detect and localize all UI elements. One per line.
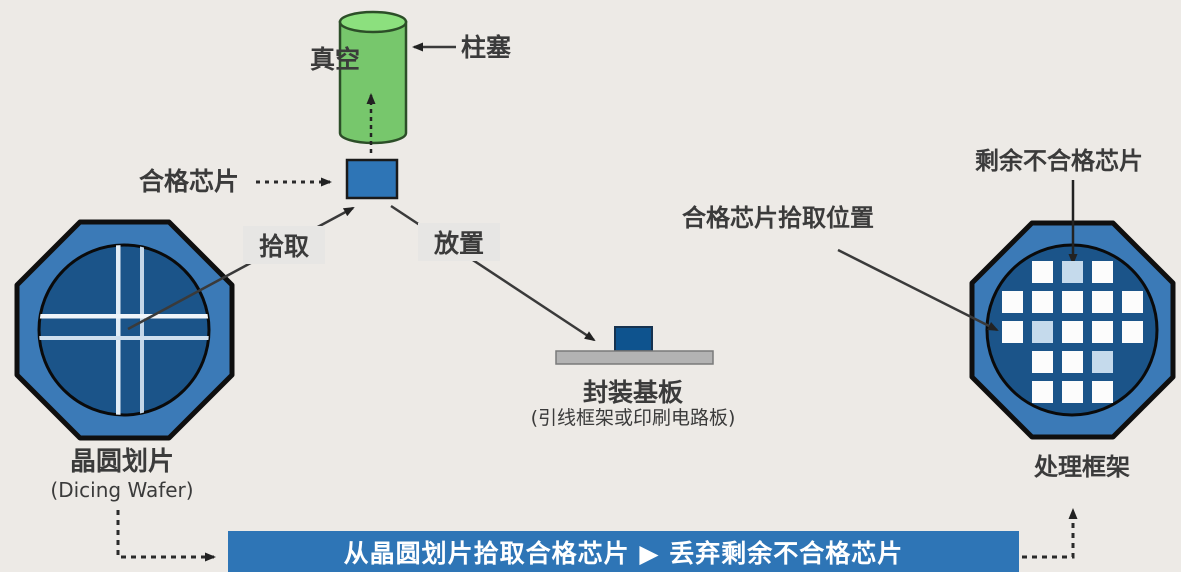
substrate-bar [555,350,714,365]
qualified-die [1062,381,1083,403]
pickup-position-pointer-arrow [837,248,999,332]
qualified-die [1002,291,1023,313]
dicing-wafer-octagon [14,219,235,441]
qualified-die [1122,291,1143,313]
dicing-wafer-subtitle: (Dicing Wafer) [50,478,194,502]
plunger-cylinder [338,10,408,145]
dicing-wafer-circle [37,243,211,417]
qualified-die [1092,291,1113,313]
qualified-die [1092,381,1113,403]
qualified-die [1002,321,1023,343]
substrate-title: 封装基板 [582,378,684,407]
substrate-subtitle: (引线框架或印刷电路板) [530,407,736,429]
qualified-die [1092,321,1113,343]
flow-connector-left [116,510,216,562]
unqualified-die [1032,321,1053,343]
placed-chip [614,326,653,352]
unqualified-die [1062,261,1083,283]
picked-chip [345,158,399,200]
pick-action-label: 拾取 [243,226,325,264]
vacuum-label: 真空 [310,45,361,74]
flow-connector-right [1022,508,1078,559]
plunger-label: 柱塞 [461,33,512,62]
qualified-die [1062,351,1083,373]
pickup-position-label: 合格芯片拾取位置 [682,204,874,232]
qualified-die [1032,261,1053,283]
process-frame-title: 处理框架 [1034,453,1130,481]
unqualified-die [1092,351,1113,373]
qualified-die [1062,291,1083,313]
dicing-wafer-scribe-lines [39,245,209,415]
die-grid [998,261,1148,411]
remaining-chips-label: 剩余不合格芯片 [975,147,1143,175]
dicing-wafer-title: 晶圆划片 [69,447,175,477]
qualified-die [1092,261,1113,283]
package-substrate [555,326,714,365]
qualified-die [1032,351,1053,373]
process-flow-banner: 从晶圆划片拾取合格芯片 ▶ 丢弃剩余不合格芯片 [228,531,1019,572]
place-action-label: 放置 [418,223,500,261]
qualified-chip-label: 合格芯片 [139,167,240,196]
qualified-die [1062,321,1083,343]
qualified-die [1032,291,1053,313]
qualified-die [1032,381,1053,403]
qualified-die [1122,321,1143,343]
